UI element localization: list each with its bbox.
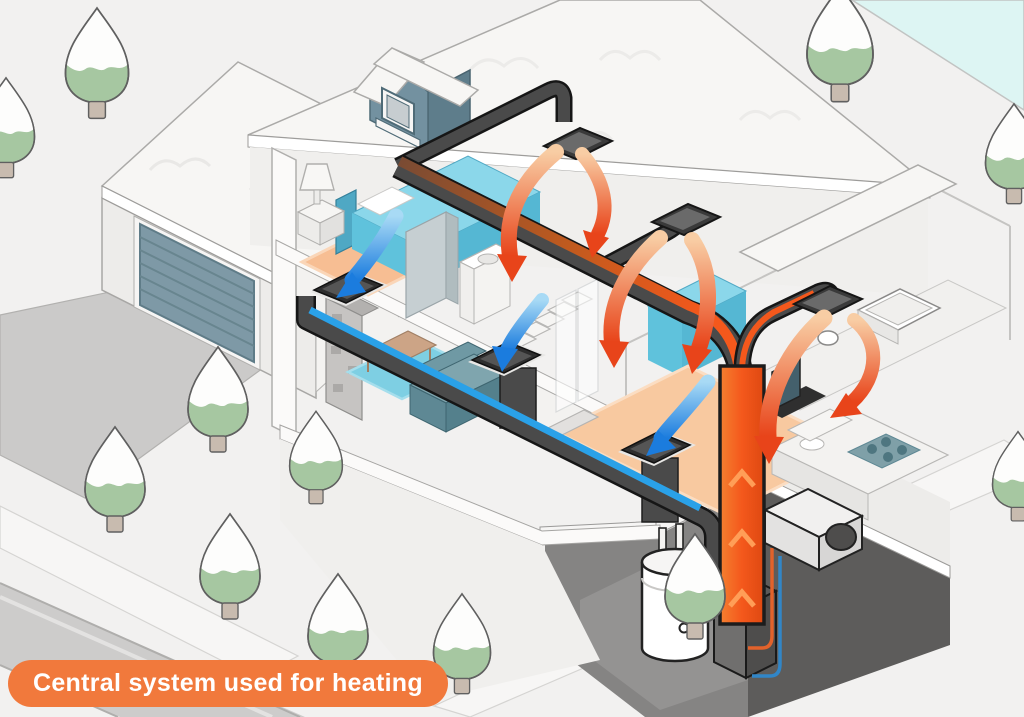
bathroom-sink [817,330,839,346]
frozen-pond [850,0,1024,111]
caption-text: Central system used for heating [33,669,423,697]
ceiling-vents [541,126,865,319]
roof-snow-texture [468,50,802,142]
house-base [280,439,600,700]
cooktop [846,433,922,469]
cold-air-arrows [336,208,716,456]
garage-door [139,222,255,364]
glass-partition [555,278,599,413]
heat-pump-fan [825,523,857,551]
wardrobe [404,211,460,319]
wing-eave [738,164,958,272]
cutaway-west-wall [271,146,297,440]
warm-air-arrows [497,144,881,464]
pillow [356,186,416,216]
airflow-chevrons-up [728,468,756,608]
right-wing-outline [625,164,1011,408]
supply-riser [718,364,766,626]
bathroom-vanity [458,243,512,325]
supply-vent [649,202,723,237]
nightstand-lamp [296,163,346,246]
caption-pill: Central system used for heating [8,660,448,707]
lamp-shade [299,163,335,191]
dormer-roof-right [372,47,480,107]
return-channel [308,306,702,512]
refrigerant-line-cold [752,556,782,678]
dormer [352,47,480,152]
heat-pump-unit [748,487,865,678]
return-duct [296,296,724,588]
refrigerant-line-warm [748,548,774,650]
bathtub [856,288,942,345]
supply-vent [791,284,865,319]
